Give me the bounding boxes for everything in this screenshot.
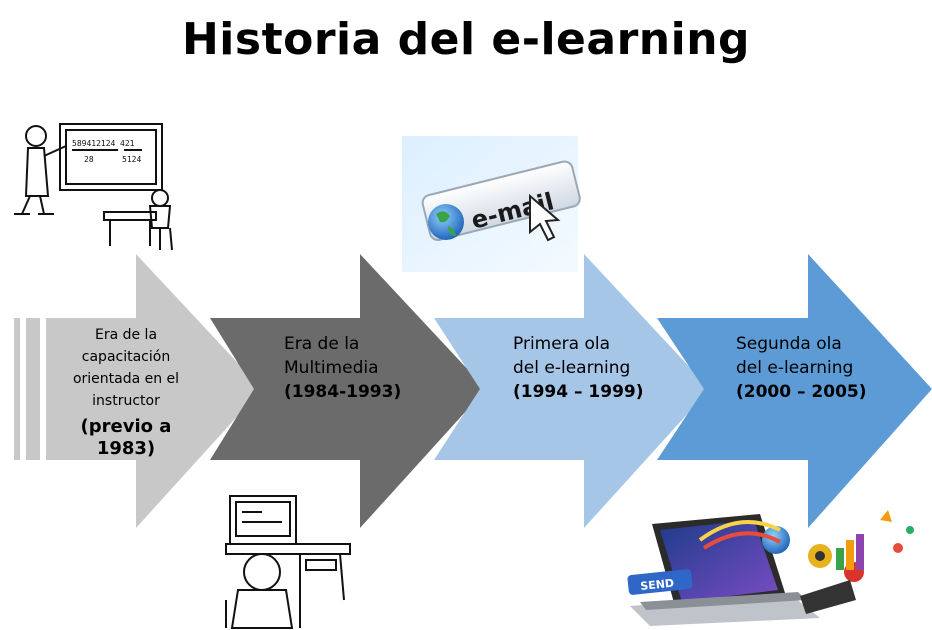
stage-arrow-4 bbox=[657, 254, 932, 528]
stage-3-text: Primera ola del e-learning (1994 – 1999) bbox=[513, 332, 663, 404]
stage-4-label: Segunda ola del e-learning bbox=[736, 334, 854, 378]
stage-3-label: Primera ola del e-learning bbox=[513, 334, 631, 378]
stage-4-text: Segunda ola del e-learning (2000 – 2005) bbox=[736, 332, 886, 404]
stage-2-text: Era de la Multimedia (1984-1993) bbox=[284, 332, 434, 404]
svg-text:5124: 5124 bbox=[122, 155, 141, 164]
svg-text:28: 28 bbox=[84, 155, 94, 164]
stage-arrow-1 bbox=[14, 254, 262, 528]
stage-1-text: Era de la capacitación orientada en el i… bbox=[62, 324, 190, 460]
classroom-illustration bbox=[14, 123, 173, 251]
laptop-illustration: SEND bbox=[627, 510, 914, 626]
classroom-board-numbers: 589412124 421 28 5124 bbox=[72, 139, 141, 164]
stage-arrow-3 bbox=[434, 254, 710, 528]
stage-arrow-2 bbox=[210, 254, 486, 528]
stage-1-years: (previo a 1983) bbox=[80, 416, 172, 459]
stage-1-label: Era de la capacitación orientada en el i… bbox=[72, 327, 180, 409]
send-button-text: SEND bbox=[640, 577, 675, 593]
stage-2-label: Era de la Multimedia bbox=[284, 334, 379, 378]
stage-2-years: (1984-1993) bbox=[284, 382, 402, 402]
stage-4-years: (2000 – 2005) bbox=[736, 382, 867, 402]
computer-illustration bbox=[225, 495, 351, 629]
stage-3-years: (1994 – 1999) bbox=[513, 382, 644, 402]
email-illustration: e-mail bbox=[402, 136, 581, 272]
svg-text:421: 421 bbox=[120, 139, 135, 148]
svg-text:589412124: 589412124 bbox=[72, 139, 116, 148]
diagram-title: Historia del e-learning bbox=[181, 14, 751, 65]
